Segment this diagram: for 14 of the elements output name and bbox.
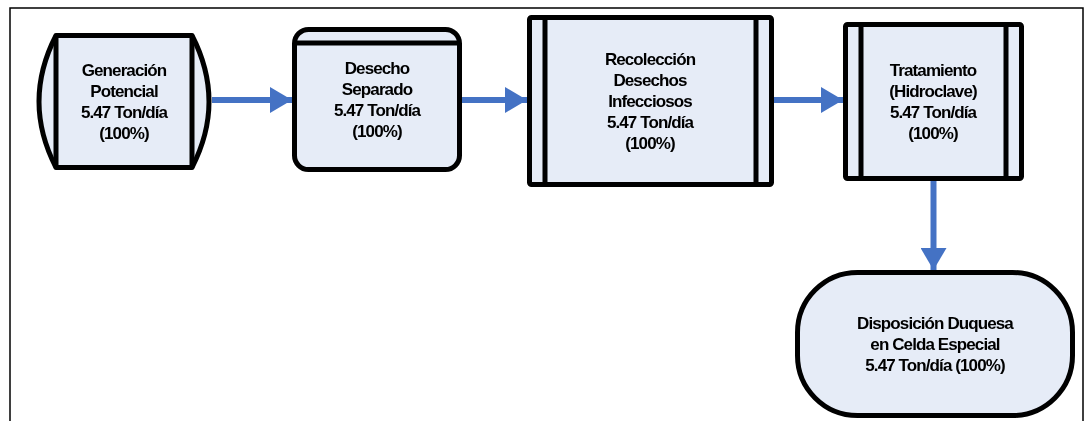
step-name: Desecho Separado [340, 57, 414, 100]
step-name: Recolección Desechos Infecciosos [603, 48, 697, 112]
step-name: Generación Potencial [80, 59, 168, 102]
step-name: Disposición Duquesa en Celda Especial [857, 312, 1013, 355]
arrow [920, 181, 947, 270]
arrow [212, 87, 292, 113]
quantity-text: 5.47 Ton/día (100%) [79, 101, 169, 144]
quantity-text: 5.47 Ton/día (100%) [332, 99, 422, 142]
arrow [462, 87, 527, 113]
quantity-text: 5.47 Ton/día (100%) [888, 101, 978, 144]
quantity-text: 5.47 Ton/día (100%) [605, 111, 695, 154]
step-name: Tratamiento (Hidroclave) [888, 59, 978, 102]
arrow [774, 87, 843, 113]
quantity-text: 5.47 Ton/día (100%) [865, 354, 1005, 376]
